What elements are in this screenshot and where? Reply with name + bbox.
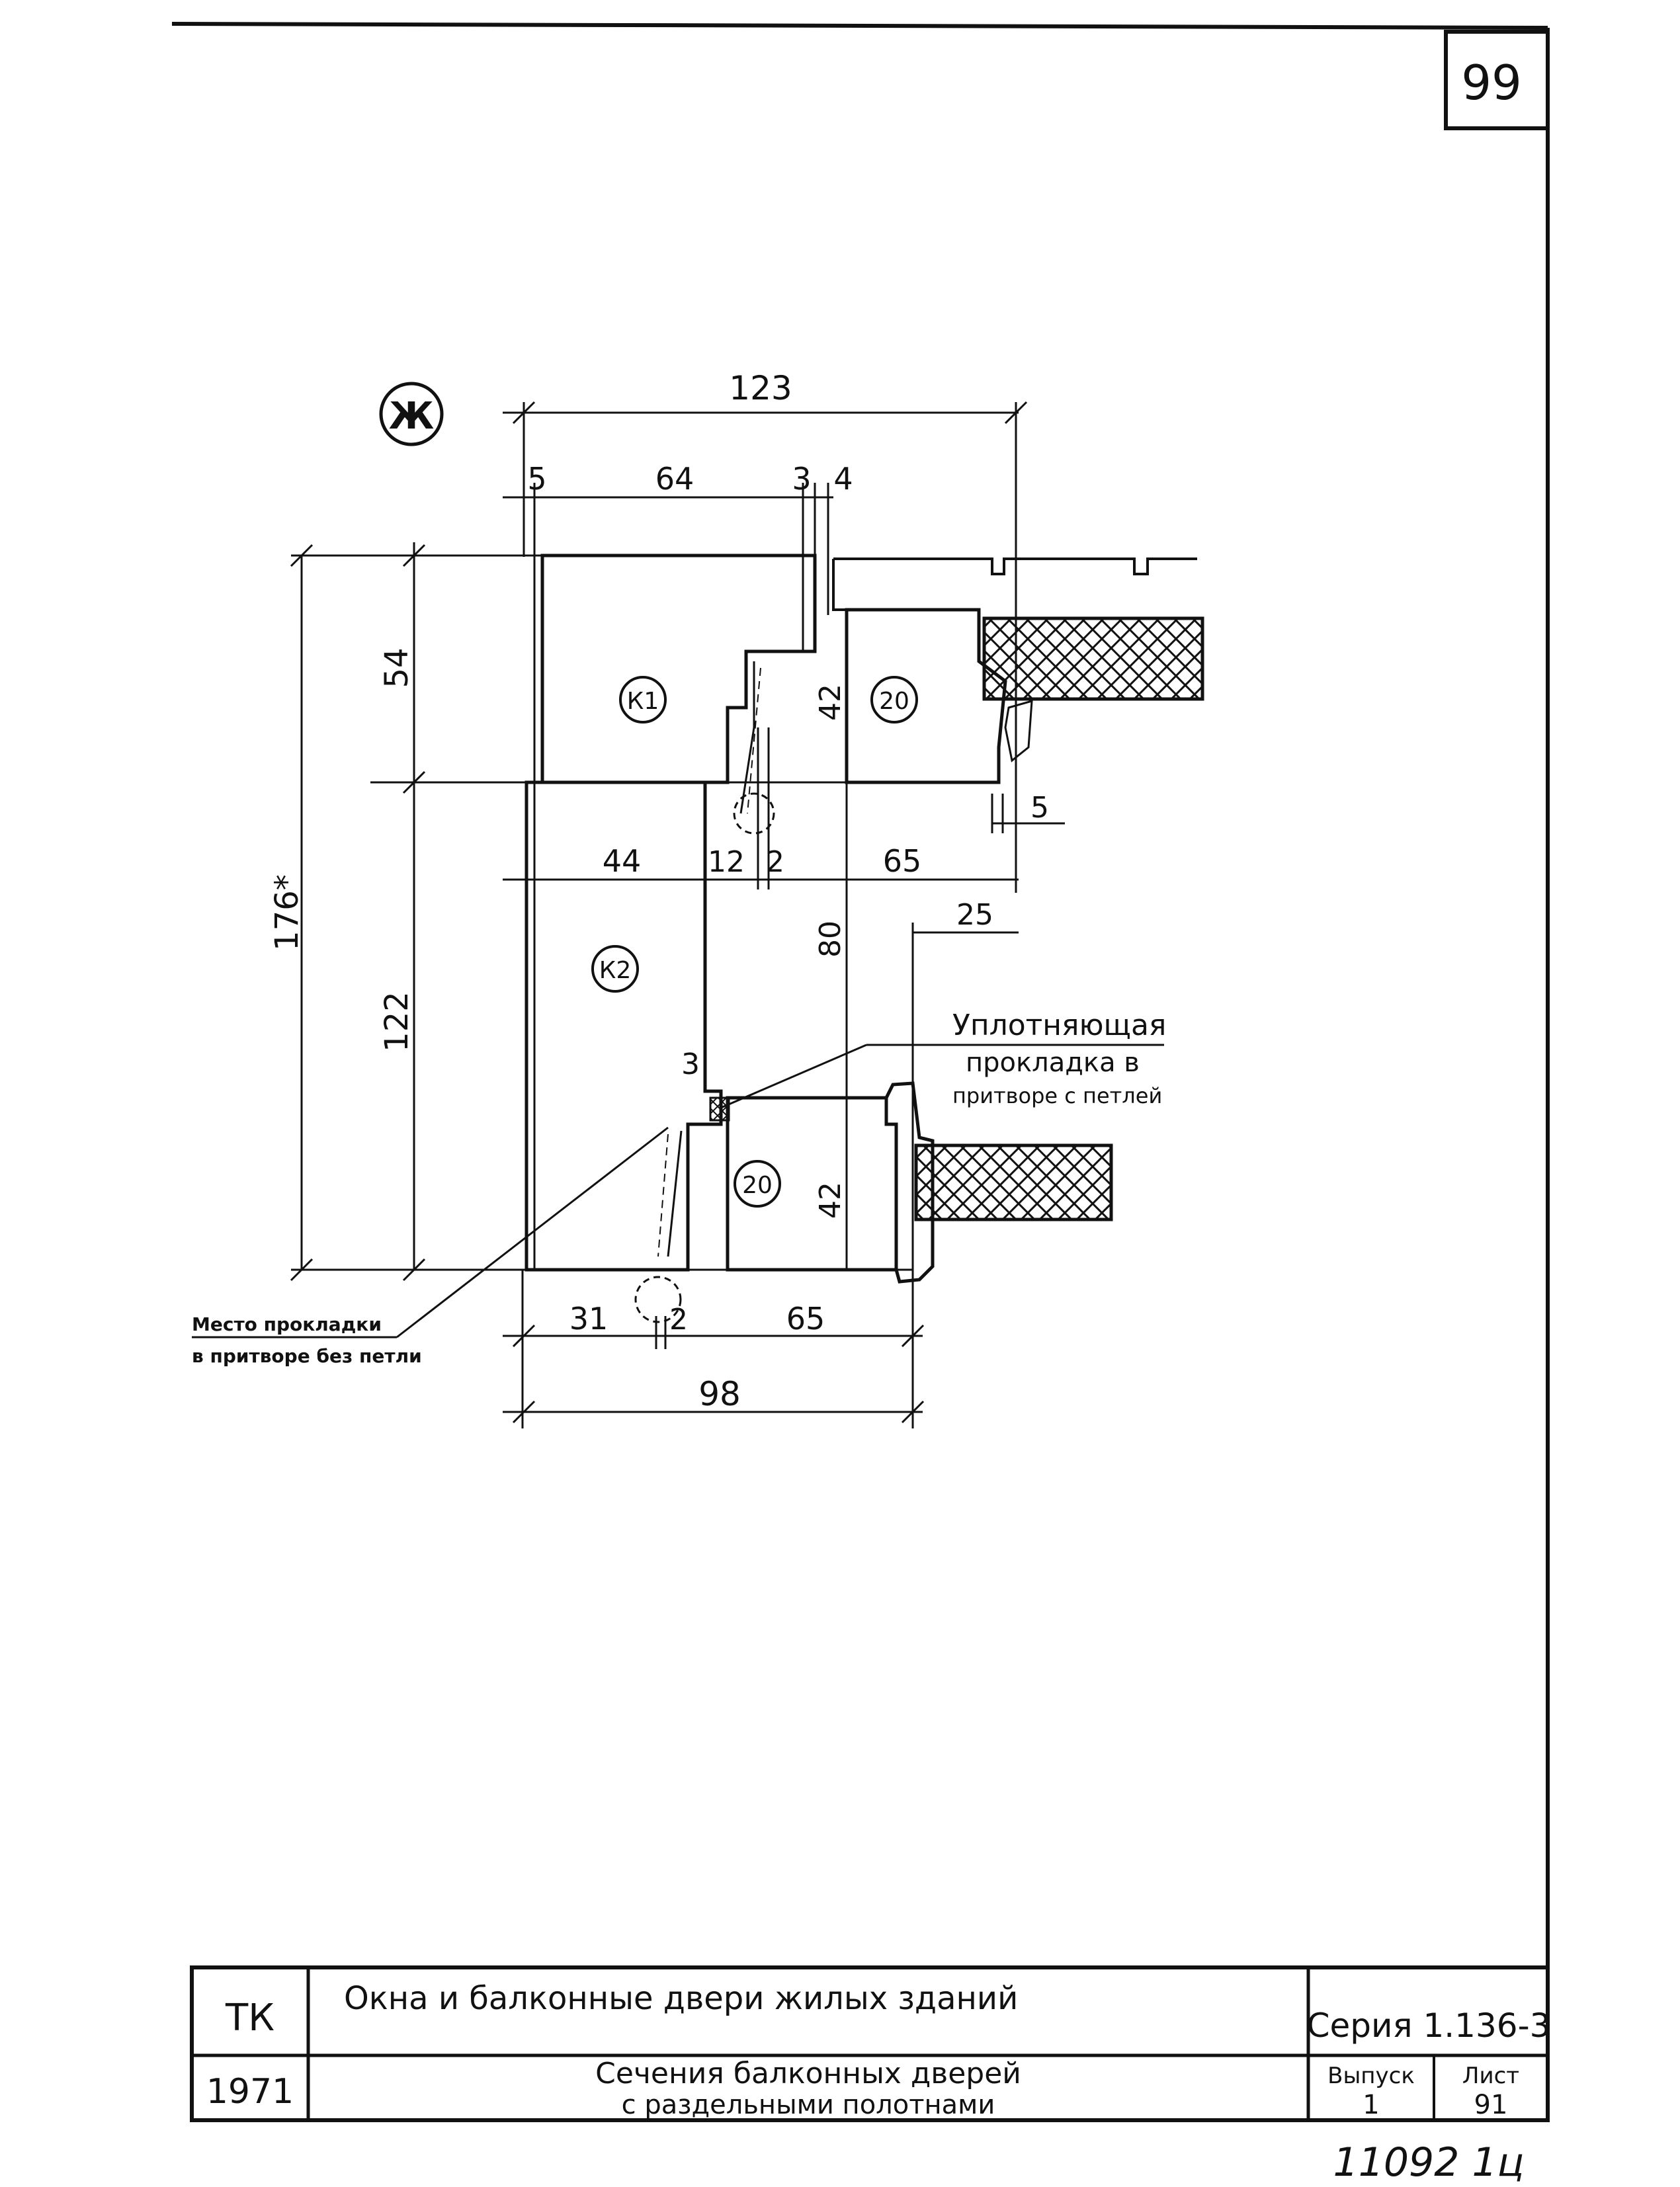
part-20-bottom — [726, 1081, 1113, 1284]
part-20-top — [845, 608, 1204, 784]
section-mark: Ж — [379, 382, 444, 446]
title-block-sheet-value: 91 — [1474, 2090, 1508, 2120]
section-mark-label: Ж — [389, 395, 435, 438]
page-number: 99 — [1461, 55, 1522, 110]
dim-vert-80: 80 — [814, 921, 847, 958]
page-number-box: 99 — [1444, 30, 1550, 130]
dim-top-5: 5 — [527, 461, 546, 497]
note-seal-hinge-line3: притворе с петлей — [952, 1083, 1162, 1108]
top-profile — [832, 557, 1197, 611]
marker-20-bottom: 20 — [734, 1160, 781, 1208]
dim-bot-65: 65 — [786, 1301, 825, 1337]
dim-left-176: 176* — [269, 874, 306, 951]
dim-small-3: 3 — [681, 1048, 700, 1081]
dim-left-122: 122 — [378, 991, 415, 1052]
dim-mid-44: 44 — [603, 843, 642, 879]
marker-20-top: 20 — [870, 676, 918, 723]
title-block-org: ТК — [225, 1997, 274, 2040]
dim-vert-42-bottom: 42 — [814, 1182, 847, 1219]
dim-mid-12: 12 — [708, 845, 745, 879]
marker-20-bottom-label: 20 — [742, 1172, 773, 1199]
marker-k1-label: К1 — [627, 688, 659, 715]
part-markers: К1 20 К2 20 — [591, 676, 918, 1208]
note-seal-nohinge-line1: Место прокладки — [192, 1313, 382, 1335]
note-seal-nohinge: Место прокладки в притворе без петли — [192, 1313, 422, 1367]
marker-20-top-label: 20 — [879, 688, 909, 715]
sheet-frame — [171, 22, 1550, 2120]
note-seal-hinge: Уплотняющая прокладка в притворе с петле… — [952, 1009, 1166, 1108]
marker-k2-label: К2 — [599, 957, 631, 984]
dim-vert-42-top: 42 — [814, 684, 847, 721]
dim-right-5: 5 — [1030, 791, 1049, 825]
title-block-subtitle-1: Сечения балконных дверей — [595, 2057, 1021, 2090]
dimension-texts: 123 5 64 3 4 176* 54 122 44 12 2 65 5 25… — [269, 369, 1049, 1413]
dim-mid-2: 2 — [766, 845, 784, 879]
title-block-year: 1971 — [206, 2072, 294, 2112]
sash-k1 — [540, 554, 817, 835]
dim-bot-2: 2 — [669, 1303, 688, 1337]
title-block-subtitle-2: с раздельными полотнами — [622, 2090, 995, 2120]
title-block-sheet-label: Лист — [1462, 2063, 1519, 2089]
dim-overall-width: 123 — [729, 369, 792, 407]
sash-k2 — [525, 780, 730, 1323]
dim-left-54: 54 — [378, 647, 415, 688]
dim-top-64: 64 — [655, 461, 694, 497]
leader-lines — [396, 1044, 1164, 1339]
marker-k2: К2 — [591, 945, 639, 993]
dim-right-25: 25 — [956, 898, 993, 932]
title-block-title: Окна и балконные двери жилых зданий — [344, 1980, 1018, 2017]
note-seal-hinge-line1: Уплотняющая — [952, 1009, 1166, 1042]
dim-bot-98: 98 — [698, 1375, 741, 1413]
title-block-issue-label: Выпуск — [1327, 2063, 1415, 2089]
dim-top-3: 3 — [792, 461, 811, 497]
dim-mid-65: 65 — [883, 843, 922, 879]
handwritten-note: 11092 1ц — [1333, 2139, 1525, 2186]
title-block-issue-value: 1 — [1363, 2090, 1379, 2120]
title-block: ТК 1971 Окна и балконные двери жилых зда… — [190, 1965, 1551, 2122]
title-block-series: Серия 1.136-3 — [1307, 2006, 1551, 2045]
dim-top-4: 4 — [833, 461, 853, 497]
dim-bot-31: 31 — [569, 1301, 609, 1337]
note-seal-hinge-line2: прокладка в — [966, 1048, 1140, 1078]
marker-k1: К1 — [619, 676, 667, 723]
note-seal-nohinge-line2: в притворе без петли — [192, 1345, 422, 1367]
